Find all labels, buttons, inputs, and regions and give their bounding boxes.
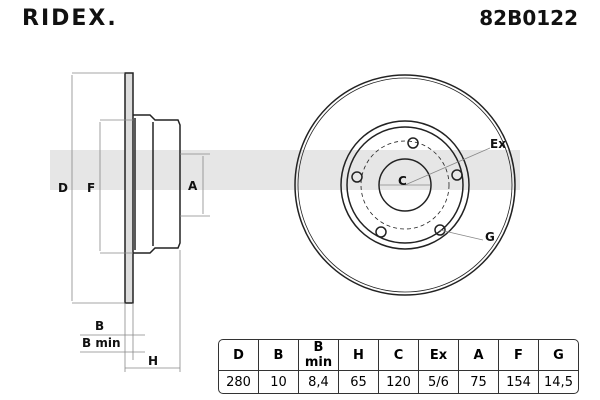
- spec-header-row: D B B min H C Ex A F G: [219, 340, 578, 371]
- label-C: C: [398, 174, 407, 188]
- value-cell: 5/6: [419, 371, 459, 393]
- value-cell: 8,4: [299, 371, 339, 393]
- spec-table: D B B min H C Ex A F G 280 10 8,4 65 120…: [218, 339, 579, 394]
- header-cell: Ex: [419, 340, 459, 371]
- header-cell: B min: [299, 340, 339, 371]
- header-cell: C: [379, 340, 419, 371]
- label-Bmin: B min: [82, 336, 120, 350]
- value-cell: 10: [259, 371, 299, 393]
- header-cell: G: [539, 340, 578, 371]
- value-cell: 75: [459, 371, 499, 393]
- header-cell: F: [499, 340, 539, 371]
- value-cell: 14,5: [544, 374, 573, 390]
- header-cell: H: [339, 340, 379, 371]
- header-cell: A: [459, 340, 499, 371]
- brand-logo: RIDEX.: [22, 6, 118, 31]
- spec-value-row: 280 10 8,4 65 120 5/6 75 154 14,5: [219, 371, 578, 393]
- label-B: B: [95, 319, 104, 333]
- label-A: A: [188, 179, 198, 193]
- side-view: [71, 72, 210, 372]
- value-cell: 280: [219, 371, 259, 393]
- label-Ex: Ex: [490, 137, 506, 151]
- header-cell: B: [259, 340, 299, 371]
- header-cell: D: [219, 340, 259, 371]
- front-view: [294, 74, 516, 296]
- value-cell: 120: [379, 371, 419, 393]
- label-D: D: [58, 181, 68, 195]
- value-cell: 154: [499, 371, 539, 393]
- watermark: [50, 150, 520, 190]
- label-F: F: [87, 181, 95, 195]
- part-number: 82B0122: [479, 6, 578, 30]
- label-G: G: [485, 230, 495, 244]
- label-H: H: [148, 354, 158, 368]
- value-cell: 65: [339, 371, 379, 393]
